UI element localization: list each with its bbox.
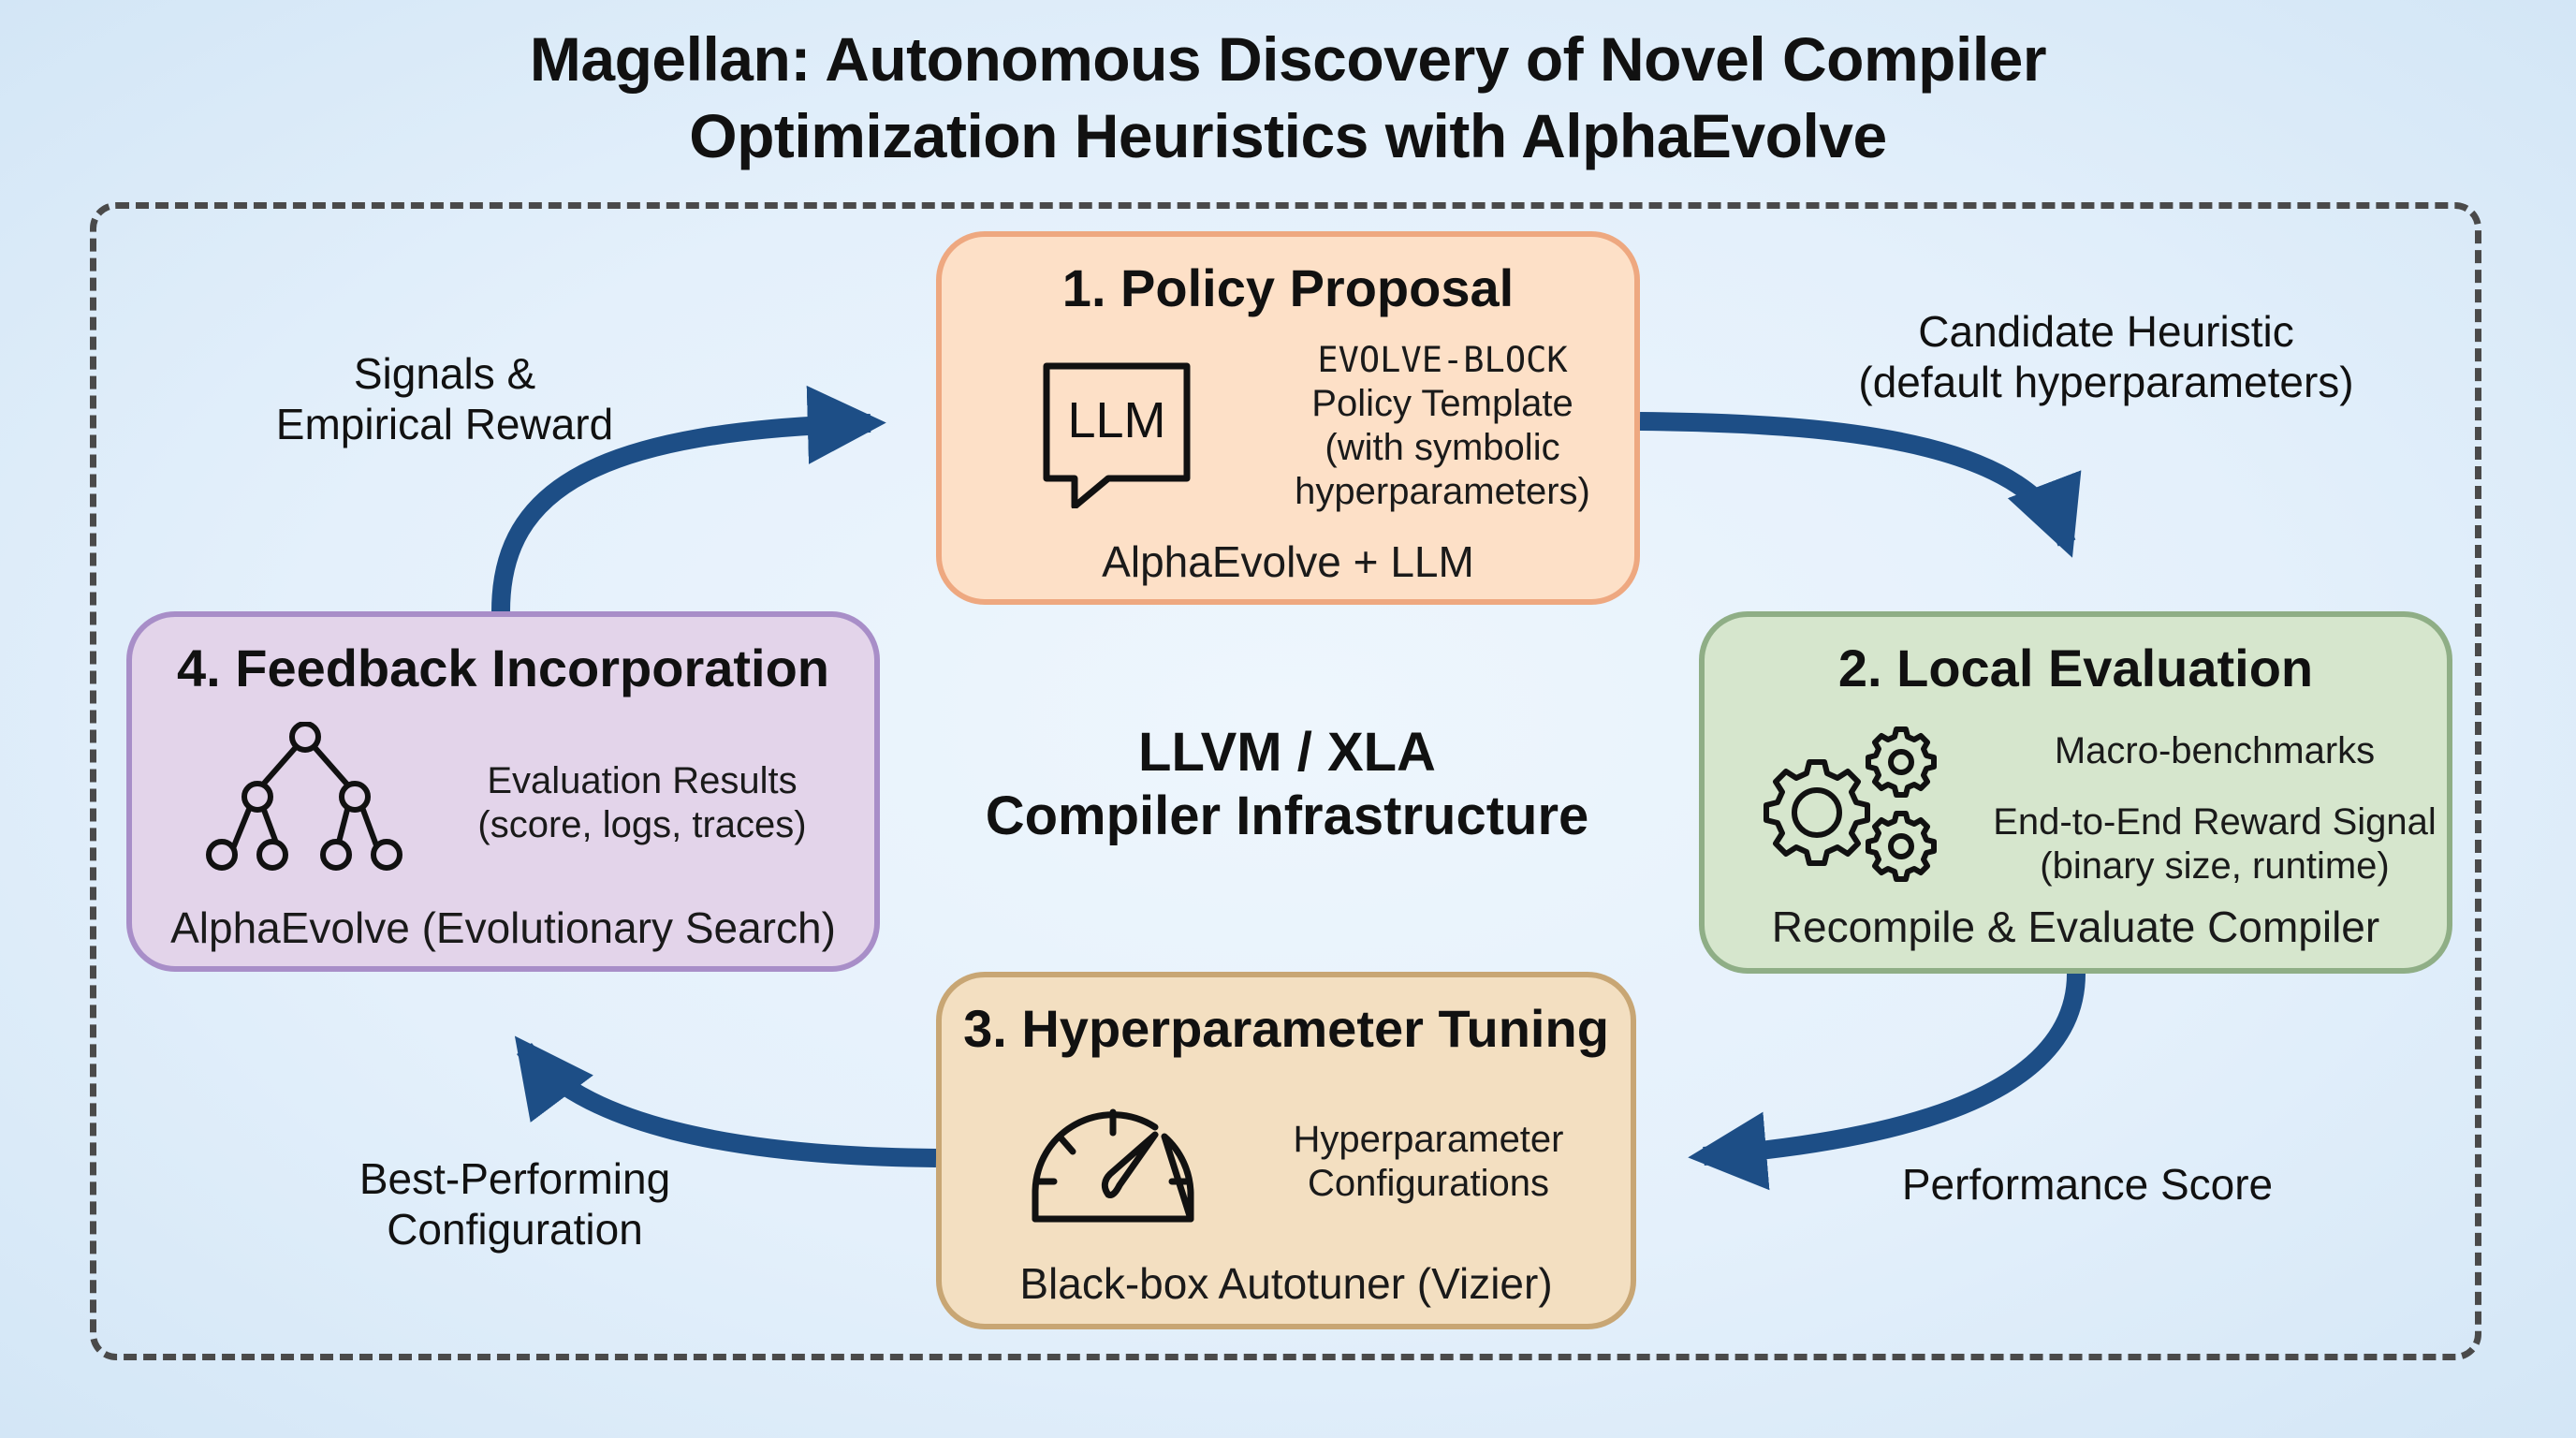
reward-signal-description: End-to-End Reward Signal (binary size, r… [1985, 800, 2444, 888]
local-evaluation-title: 2. Local Evaluation [1837, 638, 2314, 697]
edge-label-line: Empirical Reward [275, 400, 614, 448]
edge-label-line: Best-Performing [359, 1154, 671, 1203]
hyperparameter-tuning-box: 3. Hyperparameter Tuning Hyperparameter … [936, 972, 1636, 1329]
hyperparameter-configurations-label: Hyperparameter Configurations [1251, 1118, 1606, 1206]
macro-benchmarks-label: Macro-benchmarks [2054, 730, 2376, 771]
center-line-2: Compiler Infrastructure [985, 785, 1589, 846]
feedback-incorporation-footer: AlphaEvolve (Evolutionary Search) [170, 903, 836, 952]
evaluation-results-label: Evaluation Results (score, logs, traces) [469, 759, 815, 847]
edge-label-line: Signals & [353, 349, 536, 398]
policy-proposal-description: EVOLVE-BLOCK Policy Template (with symbo… [1288, 338, 1597, 514]
title-line-2: Optimization Heuristics with AlphaEvolve [689, 101, 1887, 170]
feedback-incorporation-box: 4. Feedback Incorporation Evaluation Res… [126, 611, 880, 972]
tree-icon [206, 722, 402, 871]
policy-desc-line: (with symbolic [1325, 427, 1560, 468]
edge-label-line: Configuration [387, 1205, 643, 1254]
arrow-tuning-to-feedback [514, 1035, 937, 1167]
title-line-1: Magellan: Autonomous Discovery of Novel … [529, 24, 2047, 94]
llm-chat-bubble-icon: LLM [1043, 362, 1191, 508]
edge-label-signals-reward: Signals & Empirical Reward [234, 348, 655, 449]
hyperparameter-tuning-title: 3. Hyperparameter Tuning [963, 999, 1609, 1058]
policy-proposal-footer: AlphaEvolve + LLM [1102, 537, 1474, 586]
evaluation-results-line: Evaluation Results [487, 760, 798, 801]
center-line-1: LLVM / XLA [1138, 722, 1436, 783]
reward-signal-line: End-to-End Reward Signal [1993, 801, 2437, 843]
edge-label-line: (default hyperparameters) [1858, 358, 2354, 406]
policy-proposal-title: 1. Policy Proposal [1061, 258, 1515, 317]
policy-desc-line: hyperparameters) [1295, 471, 1590, 512]
edge-label-best-performing: Best-Performing Configuration [281, 1153, 749, 1255]
edge-label-line: Candidate Heuristic [1918, 307, 2294, 356]
policy-desc-line: Policy Template [1311, 383, 1573, 424]
local-evaluation-footer: Recompile & Evaluate Compiler [1771, 902, 2380, 951]
diagram-title: Magellan: Autonomous Discovery of Novel … [0, 21, 2576, 174]
arrow-feedback-to-policy [491, 385, 886, 612]
local-evaluation-box: 2. Local Evaluation Macro-benchmarks End… [1699, 611, 2452, 974]
arrow-local-to-tuning [1688, 973, 2086, 1191]
configurations-line: Hyperparameter [1293, 1119, 1564, 1160]
edge-label-performance-score: Performance Score [1844, 1159, 2331, 1210]
edge-label-candidate-heuristic: Candidate Heuristic (default hyperparame… [1807, 306, 2406, 407]
evolve-block-label: EVOLVE-BLOCK [1317, 340, 1568, 380]
edge-label-line: Performance Score [1901, 1160, 2274, 1209]
speedometer-icon [1032, 1108, 1194, 1223]
hyperparameter-tuning-footer: Black-box Autotuner (Vizier) [1019, 1259, 1553, 1308]
configurations-line: Configurations [1308, 1163, 1549, 1204]
feedback-incorporation-title: 4. Feedback Incorporation [176, 638, 830, 697]
reward-signal-line: (binary size, runtime) [2040, 845, 2390, 887]
evaluation-results-line: (score, logs, traces) [477, 804, 807, 845]
compiler-infrastructure-label: LLVM / XLA Compiler Infrastructure [936, 721, 1638, 848]
policy-proposal-box: 1. Policy Proposal LLM EVOLVE-BLOCK Poli… [936, 231, 1640, 605]
arrow-policy-to-local [1639, 412, 2082, 558]
llm-icon-text: LLM [1067, 392, 1165, 448]
loop-boundary-frame [90, 202, 2481, 1360]
gears-icon [1764, 726, 1937, 882]
